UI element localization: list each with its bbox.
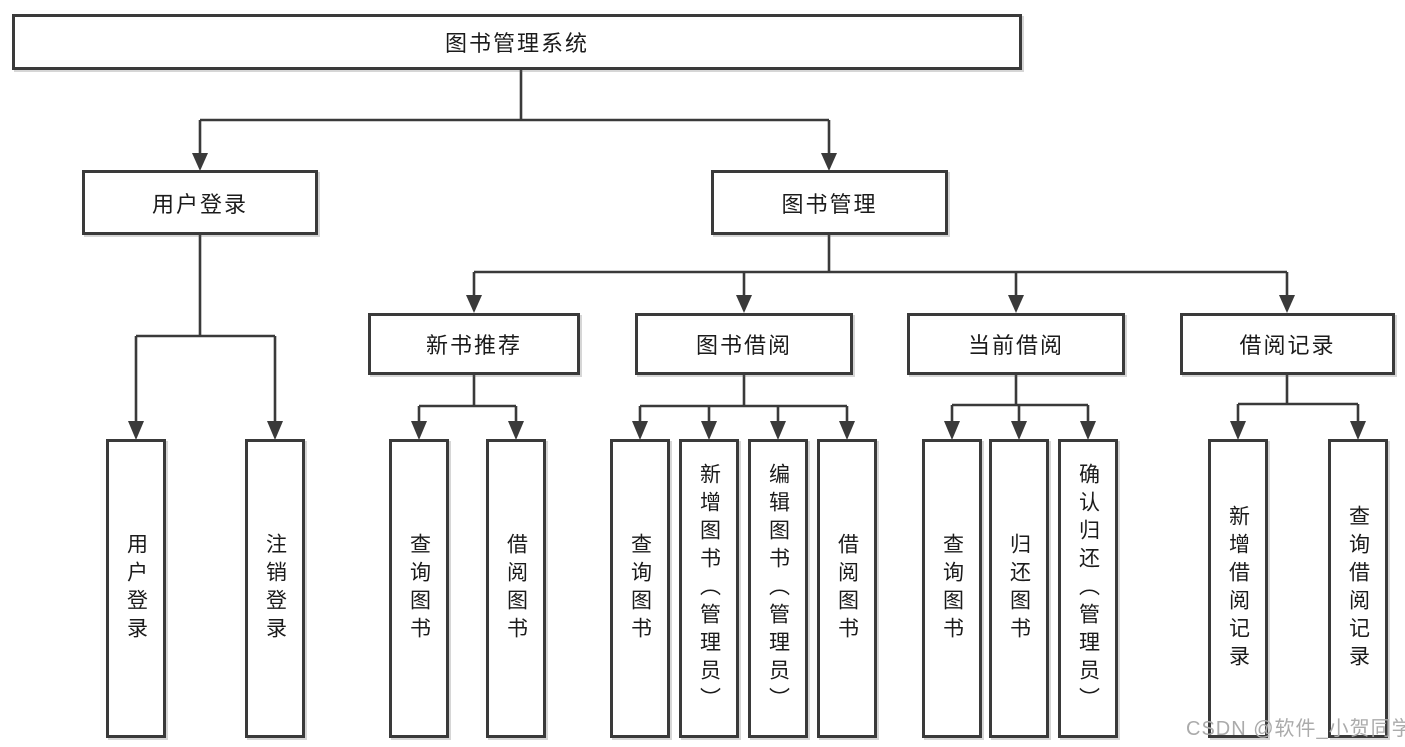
node-borrow-records: 借阅记录 xyxy=(1180,313,1395,375)
leaf-confirm-return-admin: 确认归还（管理员） xyxy=(1058,439,1118,738)
leaf-recommend-query-books: 查询图书 xyxy=(389,439,449,738)
leaf-logout: 注销登录 xyxy=(245,439,305,738)
node-new-book-recommend: 新书推荐 xyxy=(368,313,580,375)
leaf-edit-books-admin: 编辑图书（管理员） xyxy=(748,439,808,738)
node-library-management-system: 图书管理系统 xyxy=(12,14,1022,70)
csdn-watermark: CSDN @软件_小贺同学 xyxy=(1186,718,1405,740)
leaf-user-login: 用户登录 xyxy=(106,439,166,738)
node-book-borrow: 图书借阅 xyxy=(635,313,853,375)
leaf-recommend-borrow-books: 借阅图书 xyxy=(486,439,546,738)
leaf-return-books: 归还图书 xyxy=(989,439,1049,738)
node-current-borrow: 当前借阅 xyxy=(907,313,1125,375)
leaf-add-borrow-record: 新增借阅记录 xyxy=(1208,439,1268,738)
leaf-borrow-books: 借阅图书 xyxy=(817,439,877,738)
node-user-login-branch: 用户登录 xyxy=(82,170,318,235)
node-book-management-branch: 图书管理 xyxy=(711,170,948,235)
leaf-add-books-admin: 新增图书（管理员） xyxy=(679,439,739,738)
leaf-borrow-query-books: 查询图书 xyxy=(610,439,670,738)
leaf-current-query-books: 查询图书 xyxy=(922,439,982,738)
leaf-query-borrow-record: 查询借阅记录 xyxy=(1328,439,1388,738)
